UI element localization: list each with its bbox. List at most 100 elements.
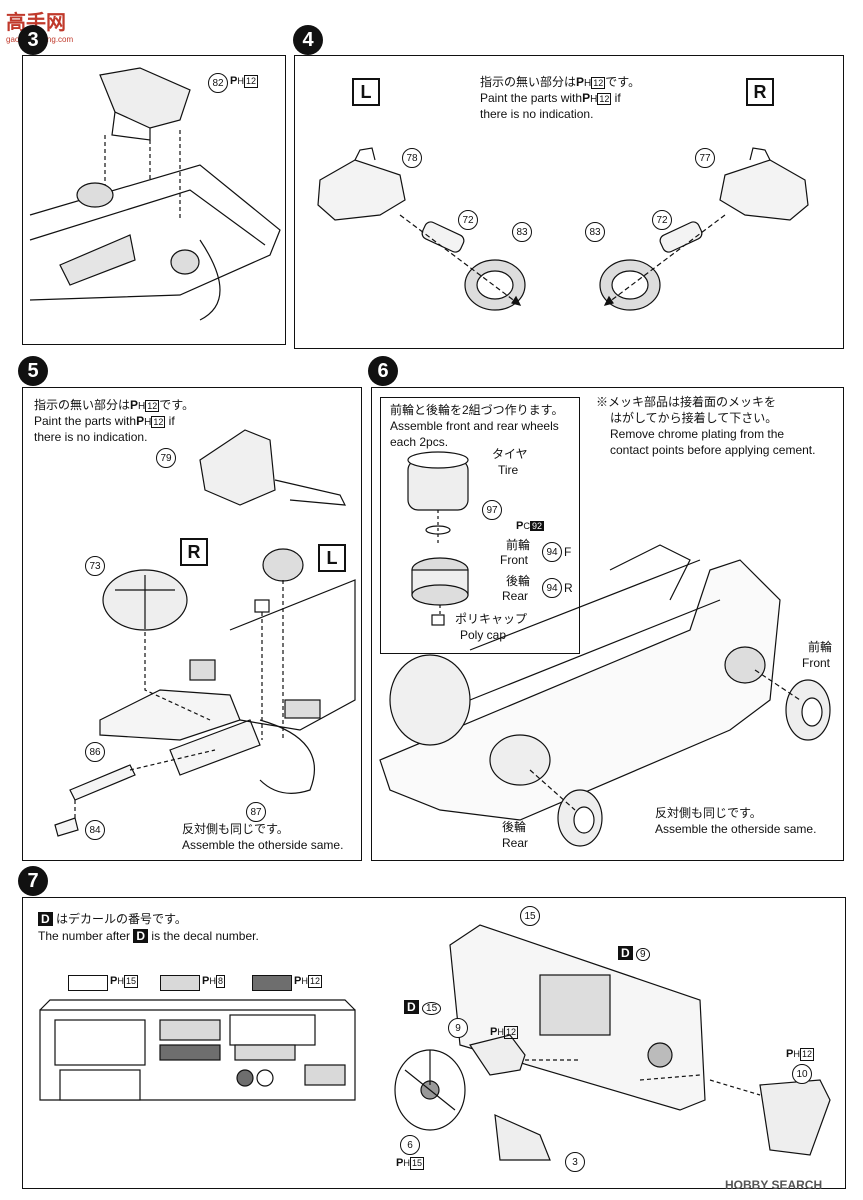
paint-prefix: P xyxy=(110,975,118,987)
logo-text: 高手网 xyxy=(6,12,66,34)
step3-part-82: 82 xyxy=(208,73,228,93)
swatch-dark-gray xyxy=(252,975,292,991)
step5-same-jp: 反対側も同じです。 xyxy=(182,822,289,836)
decal-number: 15 xyxy=(422,1002,442,1015)
decal-letter: D xyxy=(133,929,149,943)
step7-decal-9: D 9 xyxy=(618,946,650,962)
step6-polycap-en: Poly cap xyxy=(460,628,507,642)
step7-decal-en-post: is the decal number. xyxy=(151,929,259,943)
step4-part-72-right: 72 xyxy=(652,210,672,230)
step4-note-en1-tail: if xyxy=(614,91,621,105)
step5-part-73: 73 xyxy=(85,556,105,576)
step5-art xyxy=(54,429,356,837)
step4-panel xyxy=(294,55,844,349)
step7-badge: 7 xyxy=(18,866,48,896)
step6-same-en: Assemble the otherside same. xyxy=(655,822,817,836)
step7-part-10: 10 xyxy=(792,1064,812,1084)
decal-number: 9 xyxy=(636,948,650,961)
step7-decal-jp-text: はデカールの番号です。 xyxy=(56,912,187,926)
step5-right-label: R xyxy=(180,538,208,566)
paint-code: 12 xyxy=(243,75,258,88)
paint-prefix: P xyxy=(230,75,238,87)
step7-part-9: 9 xyxy=(448,1018,468,1038)
step3-panel xyxy=(22,55,286,345)
step6-part-97: 97 xyxy=(482,500,502,520)
paint-sub: H xyxy=(138,401,146,412)
paint-prefix: P xyxy=(490,1026,498,1038)
decal-letter: D xyxy=(618,946,633,960)
step3-badge: 3 xyxy=(18,25,48,55)
step4-note-jp-text: 指示の無い部分は xyxy=(480,75,577,89)
step6-box-en2: each 2pcs. xyxy=(390,435,449,449)
step6-chrome-en1: Remove chrome plating from the xyxy=(610,427,785,441)
paint-prefix: P xyxy=(202,975,210,987)
paint-code: 12 xyxy=(597,93,612,105)
step4-art xyxy=(317,147,809,311)
step7-part-15: 15 xyxy=(520,906,540,926)
paint-sub: H xyxy=(584,78,592,89)
step6-polycap-jp: ポリキャップ xyxy=(455,612,528,626)
step7-decal-en: The number after D is the decal number. xyxy=(38,929,259,944)
paint-code: 15 xyxy=(123,975,138,988)
paint-code: 12 xyxy=(145,400,160,412)
step7-decal-15: D 15 xyxy=(404,1000,442,1016)
swatch-white xyxy=(68,975,108,991)
step7-panel xyxy=(22,897,846,1189)
step4-part-83-right: 83 xyxy=(585,222,605,242)
decal-letter: D xyxy=(38,912,53,926)
step6-same-jp: 反対側も同じです。 xyxy=(655,806,762,820)
step6-rear2-en: Rear xyxy=(502,836,529,850)
step6-rear2-jp: 後輪 xyxy=(502,820,527,834)
paint-code: 12 xyxy=(799,1048,814,1061)
paint-code: 12 xyxy=(307,975,322,988)
step7-decal-jp: D はデカールの番号です。 xyxy=(38,912,187,927)
step4-part-77: 77 xyxy=(695,148,715,168)
paint-prefix: P xyxy=(130,398,139,412)
step6-box-jp: 前輪と後輪を2組づつ作ります。 xyxy=(390,403,564,417)
paint-prefix: P xyxy=(396,1157,404,1169)
step6-tire-en: Tire xyxy=(498,463,519,477)
step5-note-jp-text: 指示の無い部分は xyxy=(34,398,131,412)
paint-sub: H xyxy=(117,976,124,986)
paint-sub: H xyxy=(497,1027,504,1037)
paint-code: 12 xyxy=(503,1026,518,1039)
step6-box-en1: Assemble front and rear wheels xyxy=(390,419,559,433)
step5-part-87: 87 xyxy=(246,802,266,822)
paint-sub: H xyxy=(793,1049,800,1059)
decal-letter: D xyxy=(404,1000,419,1014)
step6-chrome-en2: contact points before applying cement. xyxy=(610,443,816,457)
step7-part-3: 3 xyxy=(565,1152,585,1172)
step7-art xyxy=(39,924,831,1161)
step4-note-jp-tail: です。 xyxy=(605,75,641,89)
paint-prefix: P xyxy=(582,91,591,105)
step6-part-94-front: 94 xyxy=(542,542,562,562)
step7-part-6: 6 xyxy=(400,1135,420,1155)
step6-rear-en: Rear xyxy=(502,589,529,603)
step6-front-letter: F xyxy=(564,545,572,559)
step5-note-en1-tail: if xyxy=(168,414,175,428)
swatch-light-gray xyxy=(160,975,200,991)
step5-panel xyxy=(22,387,362,861)
step4-left-label: L xyxy=(352,78,380,106)
step6-chrome-jp2: はがしてから接着して下さい。 xyxy=(610,411,778,425)
step4-note-en1-text: Paint the parts with xyxy=(480,91,583,105)
paint-prefix: P xyxy=(516,520,524,532)
step6-part-94-rear: 94 xyxy=(542,578,562,598)
paint-sub: H xyxy=(590,94,598,105)
step4-note-en2: there is no indication. xyxy=(480,107,594,121)
step4-badge: 4 xyxy=(293,25,323,55)
step5-note-en1-text: Paint the parts with xyxy=(34,414,137,428)
step6-rear-letter: R xyxy=(564,581,573,595)
step6-front-jp: 前輪 xyxy=(506,538,531,552)
